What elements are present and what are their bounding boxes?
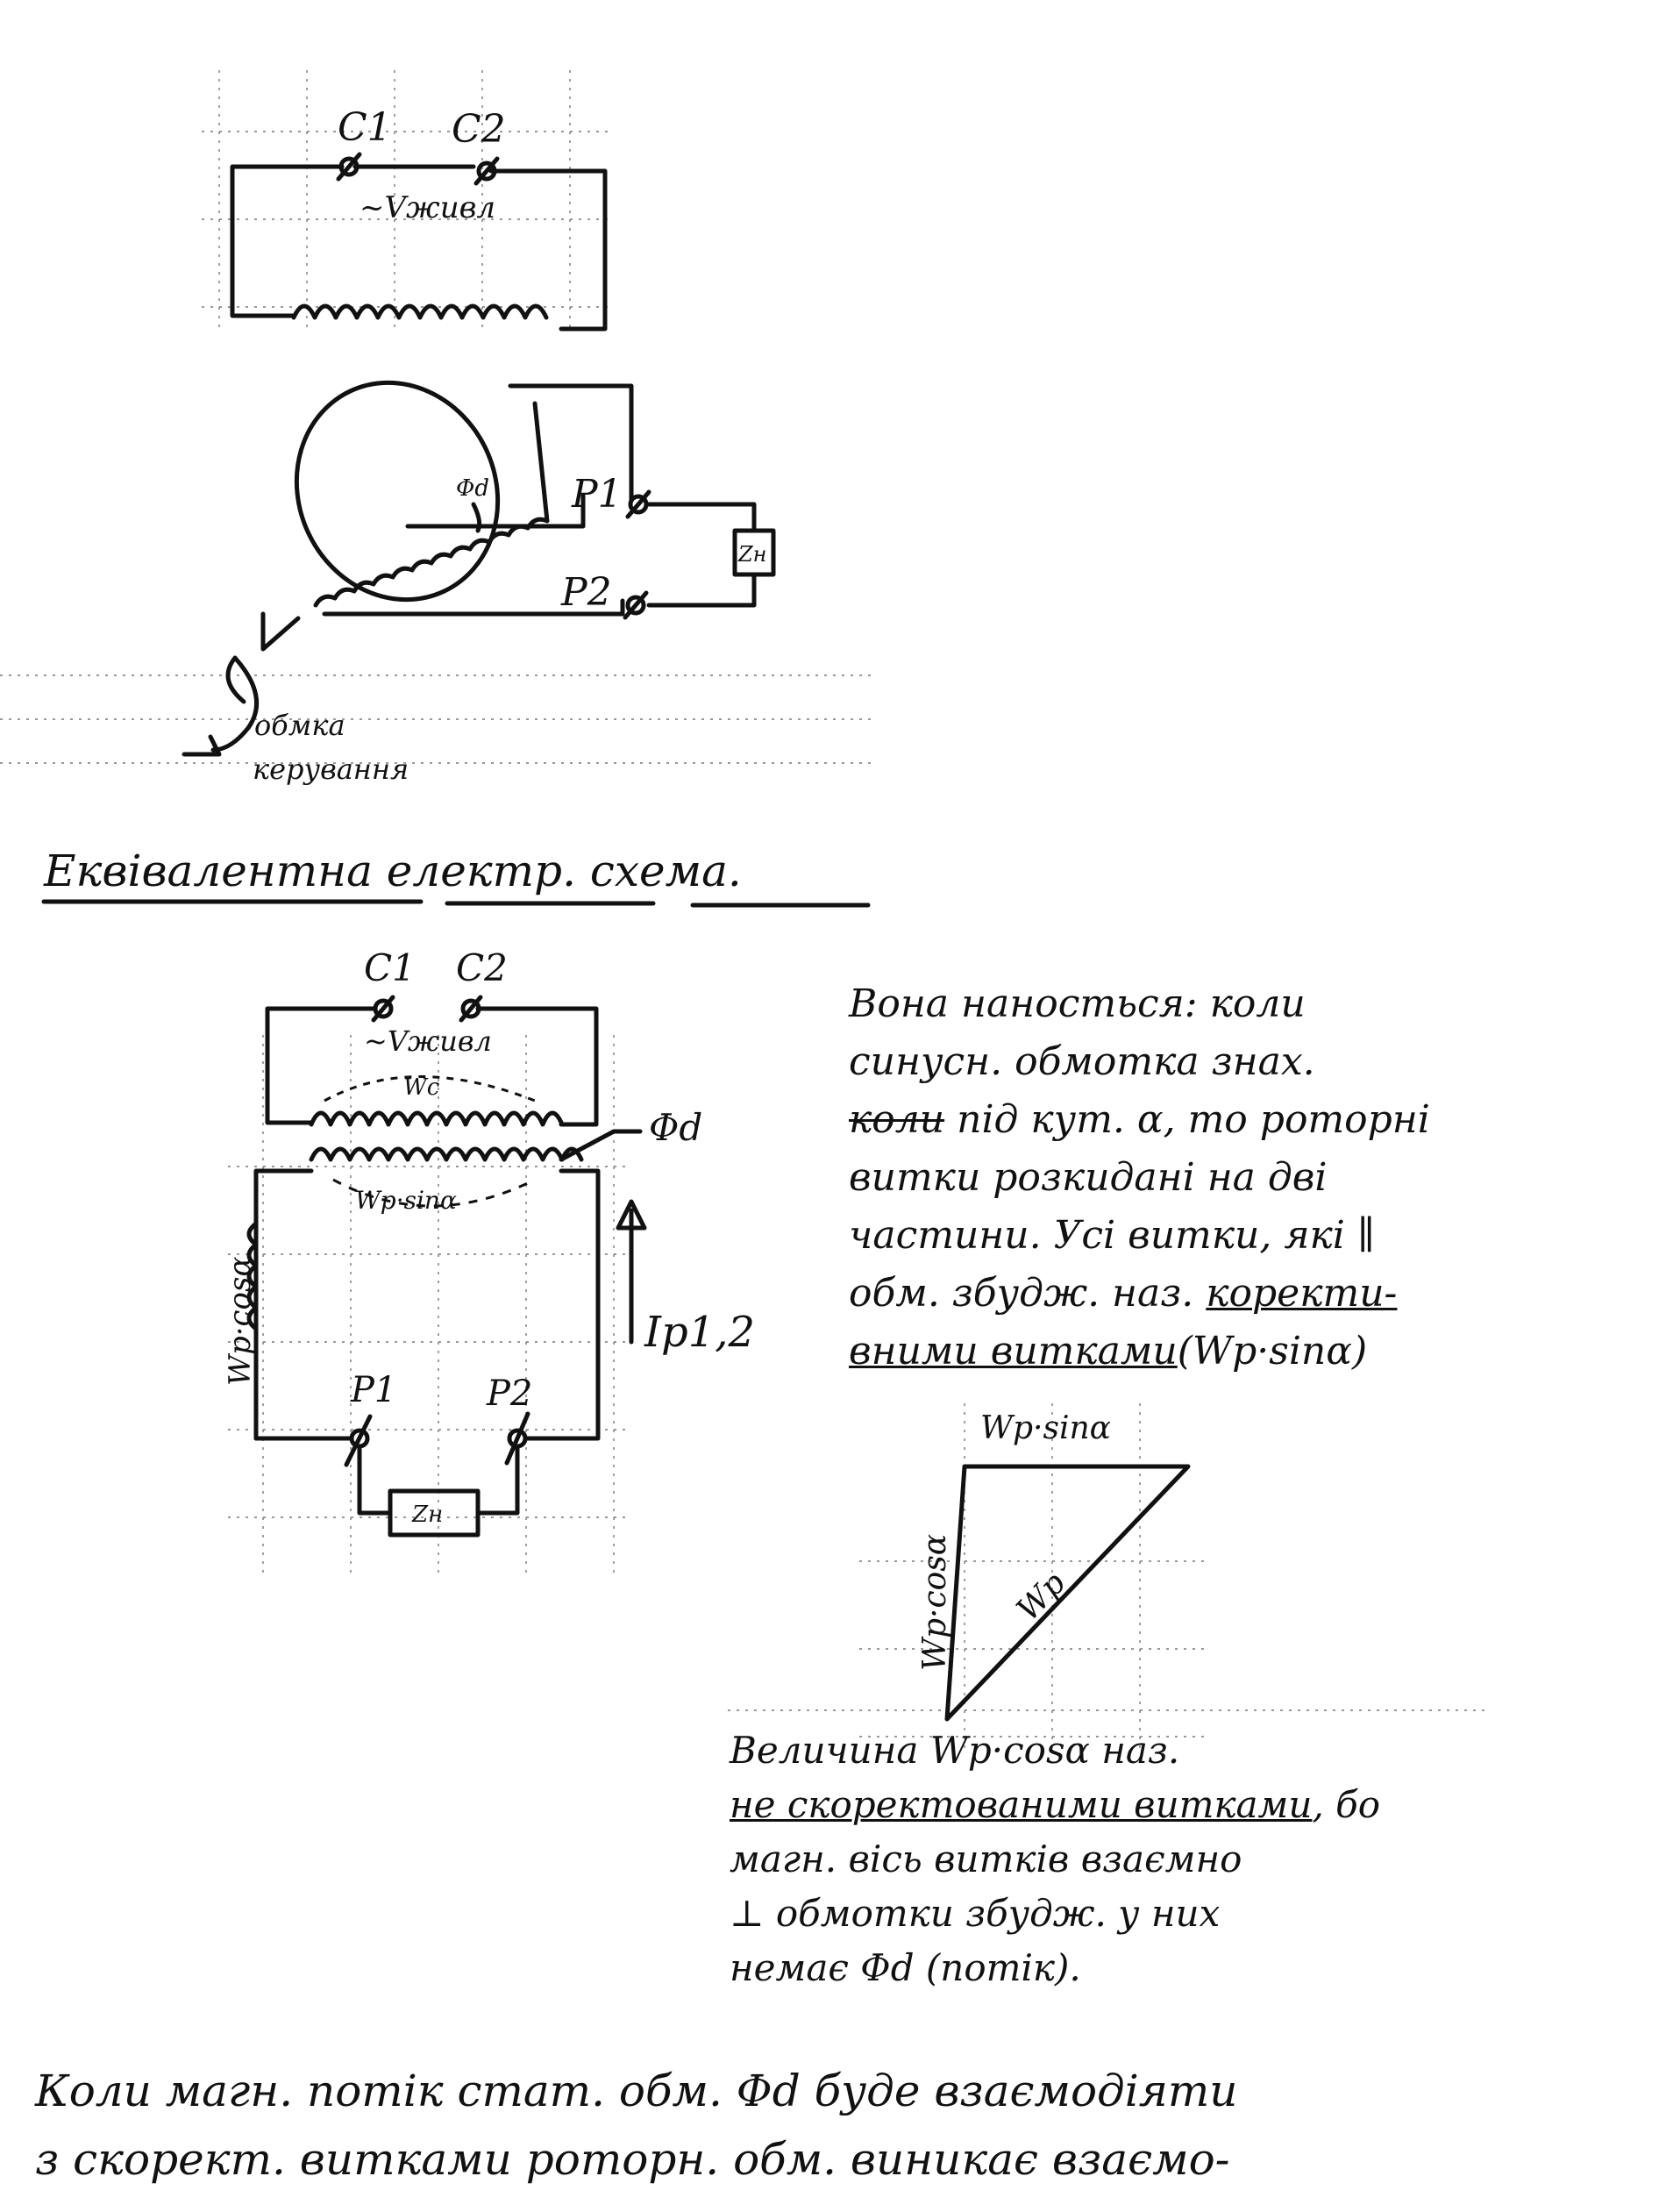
d3-supply-label: ~Vживл [364, 1024, 492, 1058]
d2-control-label-1: обмка [254, 709, 345, 742]
note1-line3: коли під кут. α, то роторні [849, 1091, 1430, 1149]
note2-line5: немає Φd (потік). [730, 1946, 1081, 1989]
terminal-c2-icon [476, 161, 497, 182]
d3-flux-label: Φd [649, 1106, 702, 1149]
note1-line7-u: вними витками [849, 1329, 1178, 1374]
d3-load-label: Zн [411, 1502, 443, 1528]
d3-terminal-c2-icon [460, 998, 481, 1019]
d3-p1-label: P1 [350, 1370, 396, 1410]
d3-rotor-cos-label: Wp·cosα [223, 1257, 258, 1386]
note-block-1: Вона наносться: коли синусн. обмотка зна… [849, 975, 1430, 1381]
note-block-2: Величина Wp·cosα наз. не скоректованими … [730, 1723, 1380, 1995]
d2-load-label: Zн [737, 542, 766, 567]
note1-line5: частини. Усі витки, які ∥ [849, 1213, 1376, 1258]
d3-winding-label: Wc [403, 1074, 440, 1101]
note2-line2: не скоректованими витками, бо [730, 1778, 1380, 1832]
rotor-diagram: P1 P2 Φd Zн обмка керування [182, 380, 776, 786]
heading-block: Еквівалентна електр. схема. [41, 846, 871, 908]
rotor-circle-icon [294, 380, 501, 603]
note2-line1: Величина Wp·cosα наз. [730, 1729, 1180, 1772]
equivalent-circuit: C1 C2 ~Vживл Wc Φd Wp·sinα Wp·cosα Ip1,2… [223, 946, 755, 1538]
d3-rotor-sin-label: Wp·sinα [355, 1186, 457, 1215]
bottom-text-block: Коли магн. потік стат. обм. Φd буде взає… [35, 2057, 1237, 2194]
d2-p1-label: P1 [571, 472, 623, 517]
terminal-p1-icon [628, 494, 649, 515]
d2-p2-label: P2 [560, 570, 612, 615]
triangle-left-label: Wp·cosα [917, 1534, 953, 1671]
d3-load-box [388, 1488, 481, 1538]
note1-line7: вними витками(Wp·sinα) [849, 1323, 1430, 1381]
d3-p2-label: P2 [486, 1374, 532, 1414]
note1-line1: Вона наносться: коли [849, 981, 1306, 1026]
stator-supply-circuit: C1 C2 ~Vживл [230, 105, 608, 332]
note2-line2-u: не скоректованими витками [730, 1783, 1313, 1826]
triangle-top-label: Wp·sinα [980, 1410, 1111, 1446]
d2-angle-label: Φd [456, 475, 489, 502]
d2-control-label-2: керування [253, 753, 409, 786]
d1-supply-label: ~Vживл [360, 190, 495, 225]
triangle-hyp-label: Wp [1010, 1566, 1072, 1629]
note1-line7-rest: (Wp·sinα) [1177, 1329, 1368, 1374]
d1-c1-label: C1 [338, 105, 392, 150]
terminal-p2-icon [625, 595, 646, 616]
notebook-grid [0, 70, 1491, 1754]
terminal-c1-icon [338, 156, 360, 177]
bottom-line2: з скорект. витками роторн. обм. виникає … [35, 2134, 1230, 2185]
note1-line3-strike: коли [849, 1097, 945, 1142]
note1-line6-pre: обм. збудж. наз. [849, 1271, 1207, 1316]
note2-line2-rest: , бо [1312, 1783, 1381, 1826]
heading-text: Еквівалентна електр. схема. [43, 846, 742, 896]
d3-c1-label: C1 [364, 946, 416, 989]
control-winding-arrow-icon [210, 655, 260, 753]
d3-terminal-c1-icon [373, 998, 394, 1019]
note2-line4: ⊥ обмотки збудж. у них [730, 1892, 1221, 1935]
d3-current-label: Ip1,2 [644, 1308, 755, 1357]
load-box [732, 528, 776, 577]
note2-line3: магн. вісь витків взаємно [730, 1837, 1242, 1880]
note1-line2: синусн. обмотка знах. [849, 1039, 1315, 1084]
bottom-line1: Коли магн. потік стат. обм. Φd буде взає… [35, 2066, 1238, 2116]
note1-line3-rest: під кут. α, то роторні [944, 1097, 1430, 1142]
note1-line6-u: коректи- [1206, 1271, 1398, 1316]
d3-c2-label: C2 [456, 946, 508, 989]
note1-line4: витки розкидані на дві [849, 1155, 1328, 1200]
d1-c2-label: C2 [452, 107, 506, 152]
triangle-shape [944, 1464, 1191, 1722]
note1-line6: обм. збудж. наз. коректи- [849, 1265, 1430, 1323]
